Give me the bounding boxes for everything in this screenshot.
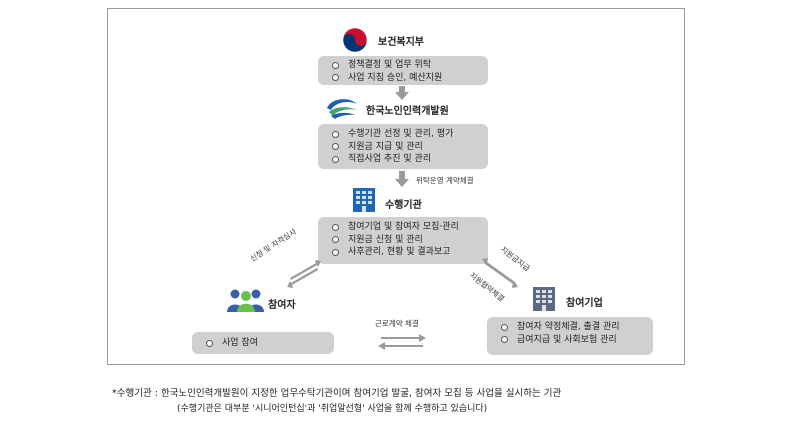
bullet-icon	[332, 143, 339, 151]
agency-name: 수행기관	[385, 200, 422, 211]
people-icon	[227, 289, 264, 312]
list-item: 참여기업 및 참여자 모집·관리	[332, 221, 488, 234]
bullet-icon	[501, 323, 508, 331]
arrow-down-icon	[395, 171, 409, 187]
participant-name: 참여자	[268, 300, 296, 311]
bullet-icon	[332, 248, 339, 256]
company-name: 참여기업	[566, 298, 603, 309]
bullet-icon	[206, 339, 213, 347]
bullet-icon	[332, 61, 339, 69]
institute-name: 한국노인인력개발원	[366, 106, 449, 117]
ministry-box: 정책결정 및 업무 위탁 사업 지침 승인, 예산지원	[318, 56, 488, 85]
bullet-icon	[332, 236, 339, 244]
bidirectional-arrow-icon	[287, 260, 321, 288]
bullet-icon	[332, 155, 339, 163]
bidirectional-arrow-icon	[378, 334, 426, 350]
institute-box: 수행기관 선정 및 관리, 평가 지원금 지급 및 관리 직접사업 추진 및 관…	[318, 124, 488, 169]
company-box: 참여자 약정체결, 출결 관리 급여지급 및 사회보험 관리	[487, 317, 653, 355]
bullet-icon	[332, 74, 339, 82]
list-item: 수행기관 선정 및 관리, 평가	[332, 128, 488, 141]
bullet-icon	[332, 223, 339, 231]
list-item: 참여자 약정체결, 출결 관리	[501, 321, 653, 334]
bidirectional-arrow-icon	[482, 258, 518, 288]
participant-box: 사업 참여	[192, 332, 334, 354]
footnote-line-2: (수행기관은 대부분 '시니어인턴십'과 '취업알선형' 사업을 함께 수행하고…	[177, 404, 488, 414]
arrow-down-icon	[395, 86, 409, 100]
bullet-icon	[501, 336, 508, 344]
bullet-icon	[332, 130, 339, 138]
building-icon	[353, 188, 375, 212]
ministry-name: 보건복지부	[378, 37, 424, 48]
agency-box: 참여기업 및 참여자 모집·관리 지원금 신청 및 관리 사후관리, 현황 및 …	[318, 217, 488, 264]
building-icon	[533, 287, 555, 311]
list-item: 지원금 신청 및 관리	[332, 234, 488, 247]
footnote-line-1: *수행기관 : 한국노인인력개발원이 지정한 업무수탁기관이며 참여기업 발굴,…	[112, 388, 562, 399]
list-item: 정책결정 및 업무 위탁	[332, 59, 488, 72]
list-item: 사업 지침 승인, 예산지원	[332, 72, 488, 85]
bottom-link-label: 근로계약 체결	[375, 319, 419, 328]
list-item: 사후관리, 현황 및 결과보고	[332, 246, 488, 259]
ministry-logo-icon	[342, 27, 368, 53]
list-item: 사업 참여	[206, 337, 334, 350]
contract-label: 위탁운영 계약체결	[416, 176, 474, 185]
institute-logo-icon	[327, 99, 357, 119]
list-item: 급여지급 및 사회보험 관리	[501, 334, 653, 347]
list-item: 직접사업 추진 및 관리	[332, 153, 488, 166]
list-item: 지원금 지급 및 관리	[332, 141, 488, 154]
